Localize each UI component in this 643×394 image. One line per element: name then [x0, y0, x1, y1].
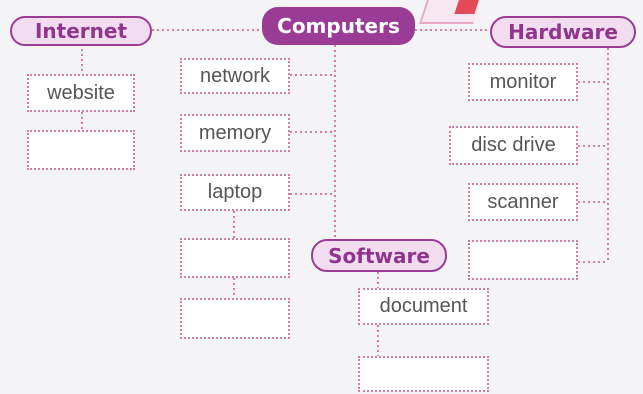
node-computers-blank-2 — [180, 298, 290, 339]
hub-software: Software — [311, 239, 447, 272]
node-document: document — [358, 288, 489, 325]
node-monitor: monitor — [468, 63, 578, 101]
node-network: network — [180, 58, 290, 94]
node-disc-drive: disc drive — [449, 126, 578, 165]
node-scanner: scanner — [468, 183, 578, 221]
node-hardware-blank — [468, 240, 578, 280]
node-computers-blank-1 — [180, 238, 290, 278]
node-software-blank — [358, 356, 489, 392]
hub-computers: Computers — [262, 7, 415, 45]
node-internet-blank — [27, 130, 135, 170]
hub-hardware: Hardware — [490, 16, 636, 48]
node-laptop: laptop — [180, 174, 290, 211]
node-memory: memory — [180, 114, 290, 152]
node-website: website — [27, 74, 135, 112]
hub-internet: Internet — [10, 16, 152, 46]
